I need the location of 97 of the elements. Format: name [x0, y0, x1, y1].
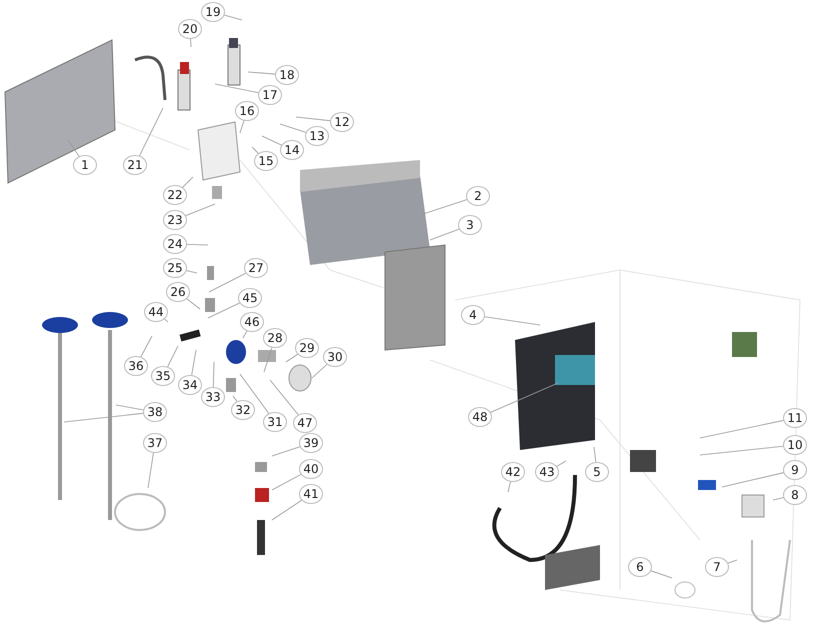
callout-number: 8: [783, 485, 807, 505]
leader-line: [650, 570, 672, 578]
leader-line: [772, 497, 784, 500]
callout-number: 5: [585, 462, 609, 482]
leader-line: [286, 354, 298, 362]
leader-line: [191, 350, 196, 376]
callout-number: 42: [501, 462, 525, 482]
callout-number: 3: [458, 215, 482, 235]
callout-number: 43: [535, 462, 559, 482]
leader-line: [240, 120, 244, 134]
leader-line: [594, 446, 596, 462]
callout-number: 44: [144, 302, 168, 322]
callout-number: 2: [466, 186, 490, 206]
leader-line: [556, 460, 566, 467]
leader-line: [296, 116, 330, 122]
callout-number: 4: [461, 305, 485, 325]
leader-line: [186, 270, 198, 274]
leader-line: [148, 452, 154, 488]
leader-line: [240, 374, 270, 414]
leader-line: [140, 336, 152, 358]
callout-number: 6: [628, 557, 652, 577]
leader-line: [722, 472, 784, 488]
leader-line: [139, 108, 164, 156]
leader-line: [208, 272, 246, 292]
callout-number: 25: [163, 258, 187, 278]
callout-number: 34: [178, 375, 202, 395]
leader-line: [248, 72, 276, 74]
leader-line: [312, 364, 328, 378]
callout-number: 16: [235, 101, 259, 121]
leader-line: [167, 346, 178, 368]
callout-number: 48: [468, 407, 492, 427]
leader-line: [164, 318, 168, 322]
callout-number: 28: [263, 328, 287, 348]
callout-number: 18: [275, 65, 299, 85]
callout-number: 41: [299, 484, 323, 504]
leader-line: [270, 380, 299, 416]
leader-line: [232, 396, 238, 402]
callout-number: 36: [124, 356, 148, 376]
callout-number: 31: [263, 412, 287, 432]
callout-number: 27: [244, 258, 268, 278]
leader-line: [68, 140, 80, 157]
callout-number: 46: [240, 312, 264, 332]
callout-number: 35: [151, 366, 175, 386]
callout-number: 40: [299, 459, 323, 479]
leader-line: [64, 412, 144, 422]
leader-line: [490, 382, 558, 413]
leader-line: [182, 176, 194, 188]
callout-number: 17: [258, 85, 282, 105]
leader-line: [212, 362, 214, 388]
leader-line: [508, 481, 511, 492]
leader-line: [242, 330, 248, 338]
callout-number: 29: [295, 338, 319, 358]
leader-line: [420, 199, 468, 216]
callout-number: 22: [163, 185, 187, 205]
callout-number: 20: [178, 19, 202, 39]
leader-line: [264, 347, 272, 372]
leader-line: [185, 204, 216, 216]
callout-number: 21: [123, 155, 147, 175]
leader-line: [116, 404, 144, 410]
leader-line: [728, 560, 738, 564]
leader-line: [484, 316, 540, 326]
callout-number: 23: [163, 210, 187, 230]
leader-line: [272, 474, 302, 490]
callout-number: 30: [323, 347, 347, 367]
leader-line: [224, 14, 242, 20]
leader-line: [262, 136, 282, 146]
callout-number: 14: [280, 140, 304, 160]
callout-number: 47: [293, 413, 317, 433]
callout-number: 15: [254, 151, 278, 171]
callout-number: 10: [783, 435, 807, 455]
leader-line: [700, 446, 784, 456]
leader-line: [190, 38, 192, 48]
callout-number: 37: [143, 433, 167, 453]
leader-line: [430, 228, 460, 240]
leader-line: [280, 124, 306, 133]
callout-number: 12: [330, 112, 354, 132]
callout-number: 38: [143, 402, 167, 422]
callout-number: 1: [73, 155, 97, 175]
leader-line: [214, 84, 259, 94]
callout-number: 19: [201, 2, 225, 22]
callout-number: 26: [166, 282, 190, 302]
callout-number: 11: [783, 408, 807, 428]
callout-number: 13: [305, 126, 329, 146]
leader-line: [272, 446, 300, 456]
callout-number: 33: [201, 387, 225, 407]
callout-number: 39: [299, 433, 323, 453]
leader-line: [272, 500, 302, 520]
leader-line: [252, 146, 259, 154]
callout-number: 7: [705, 557, 729, 577]
callout-number: 24: [163, 234, 187, 254]
leader-line: [186, 298, 200, 310]
leader-line: [208, 302, 240, 318]
leader-line: [700, 420, 784, 438]
callout-number: 45: [238, 288, 262, 308]
callout-number: 9: [783, 460, 807, 480]
callout-number: 32: [231, 400, 255, 420]
leader-line: [186, 244, 208, 246]
